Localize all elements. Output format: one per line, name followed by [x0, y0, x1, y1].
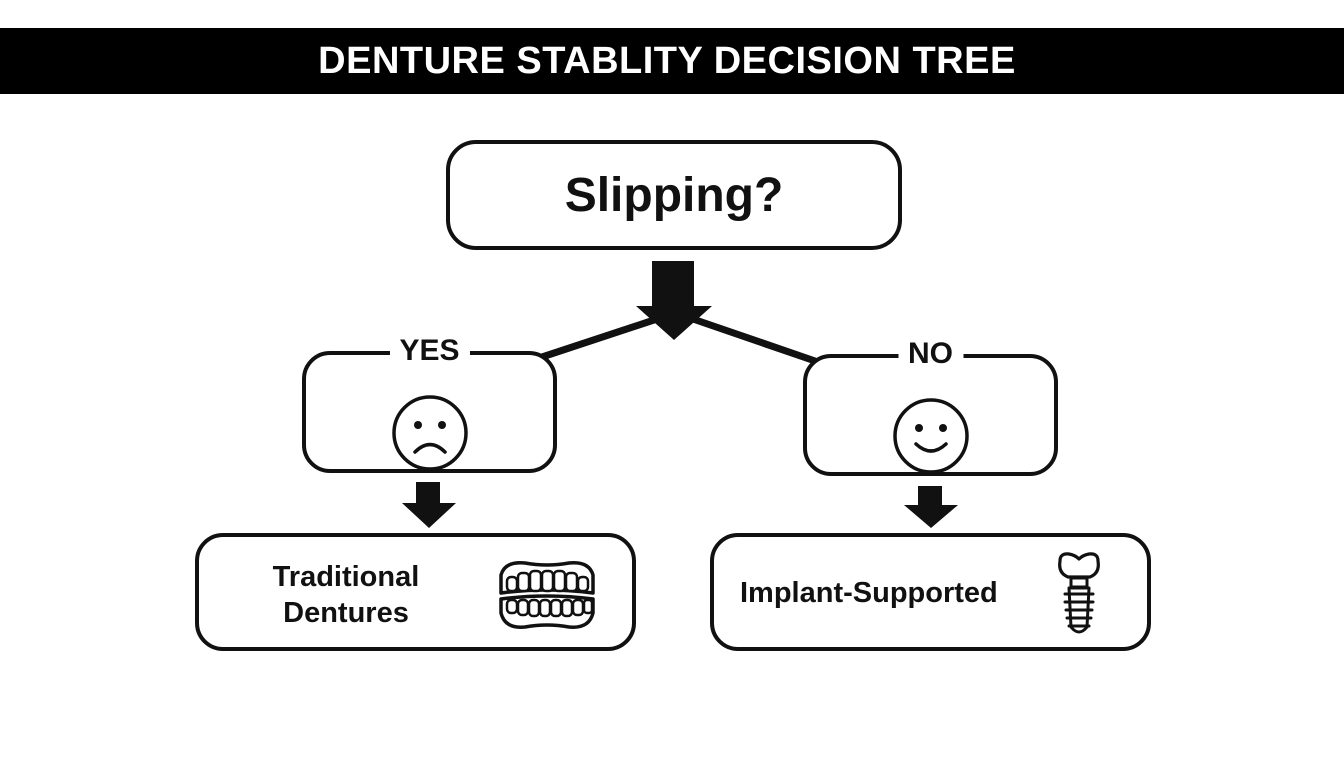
- branch-yes-label: YES: [389, 331, 470, 371]
- branch-yes-node: YES: [302, 331, 557, 473]
- dental-implant-icon: [1058, 552, 1100, 634]
- dentures-icon: [499, 561, 595, 629]
- connector-line-no: [688, 314, 820, 366]
- outcome-traditional-line2: Dentures: [283, 597, 409, 629]
- connector-line-yes: [540, 314, 662, 361]
- happy-face-icon: [892, 398, 969, 474]
- outcome-traditional-line1: Traditional: [272, 561, 420, 593]
- branch-no-node: NO: [803, 334, 1058, 476]
- down-arrow-icon: [402, 482, 456, 528]
- question-text: Slipping?: [564, 168, 784, 222]
- down-arrow-icon: [904, 486, 958, 528]
- outcome-traditional-dentures: Traditional Dentures: [195, 533, 636, 651]
- outcome-implant-supported: Implant-Supported: [710, 533, 1151, 651]
- question-node: Slipping?: [446, 140, 902, 250]
- title-bar: DENTURE STABLITY DECISION TREE: [0, 28, 1344, 94]
- down-arrow-icon: [636, 261, 712, 340]
- outcome-implant-label: Implant-Supported: [740, 577, 998, 609]
- branch-no-label: NO: [898, 334, 963, 374]
- outcome-traditional-label: Traditional Dentures: [261, 559, 431, 631]
- diagram-title: DENTURE STABLITY DECISION TREE: [318, 39, 1016, 82]
- sad-face-icon: [391, 395, 468, 471]
